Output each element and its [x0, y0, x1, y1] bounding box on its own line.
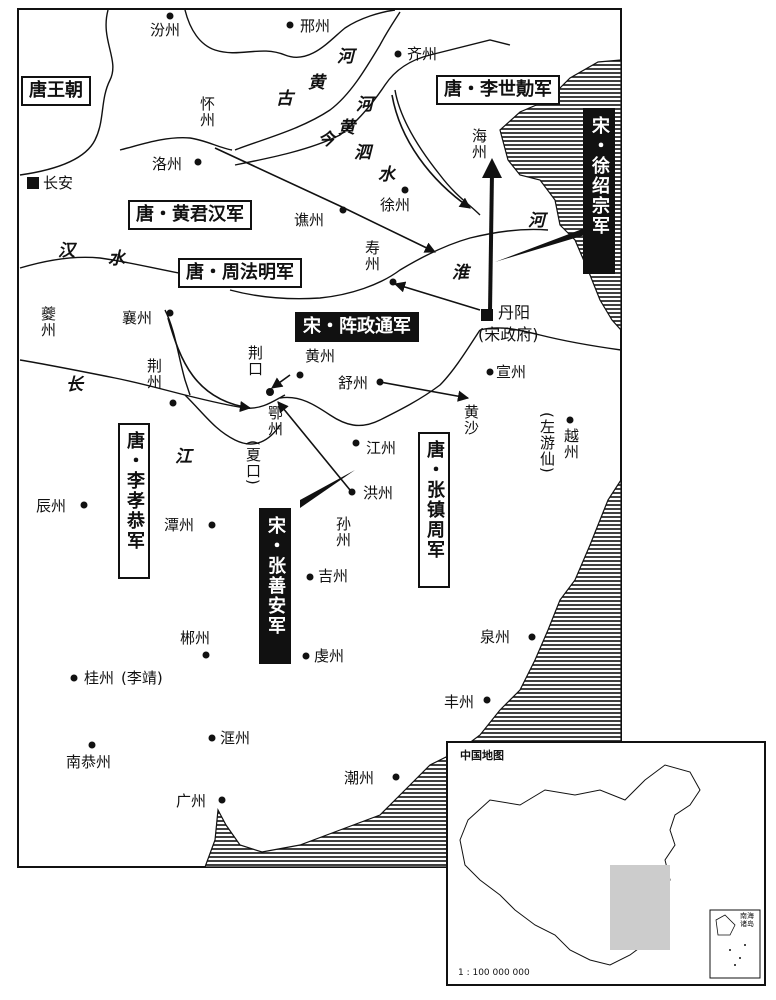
label-tang-huang-junhan: 唐・黄君汉军	[128, 200, 252, 230]
inset-south-sea-label: 南海诸岛	[740, 912, 754, 928]
place-qizhou: 齐州	[407, 45, 438, 63]
place-chenzhou-w: 辰州	[36, 497, 67, 515]
river-gu: 古	[276, 89, 293, 109]
place-xuanzhou: 宣州	[496, 363, 527, 381]
river-huang-jin: 黄	[338, 118, 355, 138]
arrow-li-shiji	[391, 94, 471, 209]
arrow-zhang-zhenzhou	[379, 381, 470, 402]
place-jizhou: 吉州	[318, 567, 349, 585]
arrow-xu-shaozong	[488, 171, 494, 313]
place-zuo-youxian: (左游仙)	[538, 412, 556, 474]
place-nangongzhou: 南恭州	[66, 753, 112, 771]
place-huaizhou: 怀州	[198, 96, 216, 128]
place-xiangzhou: 襄州	[122, 309, 153, 327]
river-shui-si: 水	[378, 165, 395, 185]
arrow-huang-junhan	[214, 147, 437, 253]
place-changan: 长安	[43, 174, 74, 192]
place-luozhou: 洛州	[152, 155, 183, 173]
river-he-gu: 河	[337, 47, 354, 67]
label-song-zhang-shanan: 宋・张善安军	[259, 508, 291, 664]
place-jingzhou: 荆州	[145, 358, 163, 390]
place-guangzhou: 广州	[176, 792, 207, 810]
arrow-li-xiaogong	[167, 317, 252, 413]
place-shouzhou: 寿州	[363, 240, 381, 272]
label-song-xu-shaozong: 宋・徐绍宗军	[583, 108, 615, 274]
place-huangsha: 黄沙	[462, 404, 480, 436]
river-huang-gu: 黄	[308, 73, 325, 93]
river-jin: 今	[318, 130, 335, 150]
place-quanzhou: 泉州	[480, 628, 511, 646]
place-qianzhou: 虔州	[314, 647, 345, 665]
place-ezhou: 鄂州	[266, 405, 284, 437]
arrow-chen-zhengtong	[393, 281, 481, 311]
place-danyang: 丹阳	[498, 303, 531, 322]
label-tang-dynasty: 唐王朝	[21, 76, 91, 106]
arrow-zhang-shanan	[277, 401, 351, 491]
river-chang: 长	[66, 375, 83, 395]
south-sea-box	[709, 909, 761, 979]
place-song-gov: (宋政府)	[478, 325, 539, 344]
place-li-jing: (李靖)	[121, 669, 163, 687]
place-guizhou: 桂州	[84, 669, 115, 687]
place-xuzhou: 徐州	[380, 196, 411, 214]
place-fenzhou: 汾州	[150, 21, 181, 39]
danyang-square	[481, 309, 493, 321]
place-tanzhou: 潭州	[164, 516, 195, 534]
river-jiang: 江	[175, 447, 192, 467]
label-tang-zhou-faming: 唐・周法明军	[178, 258, 302, 288]
label-song-chen-zhengtong: 宋・阵政通军	[295, 312, 419, 342]
place-fengzhou: 丰州	[444, 693, 475, 711]
place-yuezhou: 越州	[562, 428, 580, 460]
place-xingzhou: 邢州	[300, 17, 331, 35]
place-jingkou: 荆口	[246, 345, 264, 377]
place-kuizhou: 夔州	[39, 306, 57, 338]
inset-scale: 1 : 100 000 000	[458, 968, 530, 978]
place-huangzhou: 黄州	[305, 347, 336, 365]
place-shuzhou: 舒州	[338, 374, 369, 392]
river-si: 泗	[354, 143, 371, 163]
label-tang-li-shiji: 唐・李世勣军	[436, 75, 560, 105]
river-huai: 淮	[452, 263, 469, 283]
place-qiaozhou: 谯州	[294, 211, 325, 229]
river-han: 汉	[58, 241, 75, 261]
campaign-arrows	[167, 94, 481, 491]
inset-title: 中国地图	[460, 749, 504, 762]
city-markers	[70, 12, 574, 804]
arrow-zhou-faming	[271, 374, 291, 389]
river-he-huang: 河	[356, 95, 373, 115]
place-hongzhou: 洪州	[363, 484, 394, 502]
place-jiangzhou: 江州	[366, 439, 397, 457]
inset-highlight	[610, 865, 670, 950]
place-haizhou: 海州	[470, 128, 488, 160]
place-chaozhou: 潮州	[344, 769, 375, 787]
label-tang-li-xiaogong: 唐・李孝恭军	[118, 423, 150, 579]
place-chenzhou: 郴州	[180, 629, 211, 647]
place-xiakou: (夏口)	[244, 440, 262, 486]
changan-square	[27, 177, 39, 189]
river-shui-han: 水	[108, 249, 125, 269]
place-sunzhou: 孙州	[334, 516, 352, 548]
river-huai-he: 河	[528, 211, 545, 231]
label-tang-zhang-zhenzhou: 唐・张镇周军	[418, 432, 450, 588]
place-kuangzhou: 洭州	[220, 729, 251, 747]
